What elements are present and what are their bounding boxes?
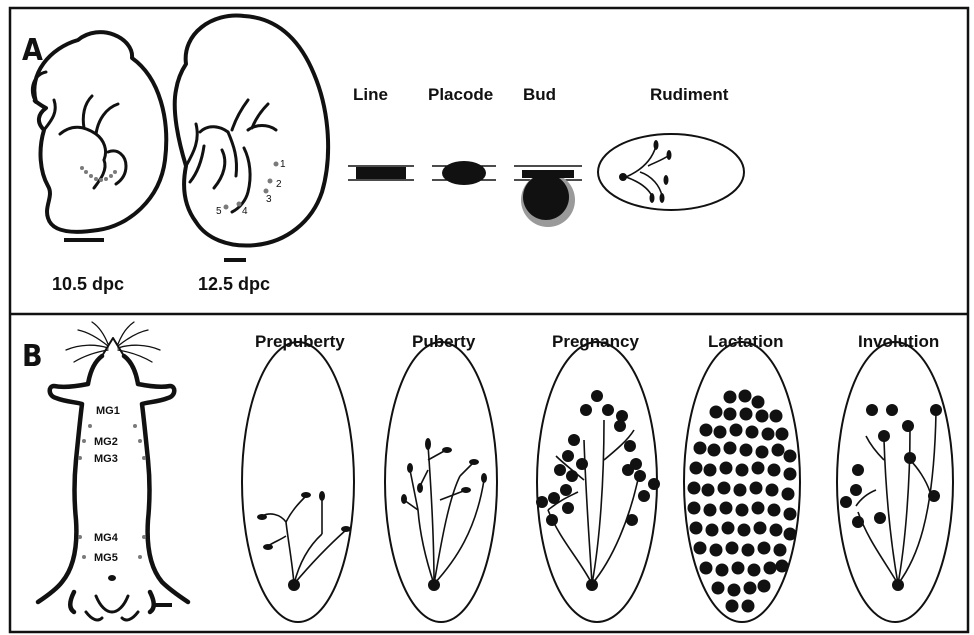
involution-alveoli [840, 404, 942, 591]
stage-label-placode: Placode [428, 85, 493, 104]
gland-pregnancy [536, 342, 660, 622]
mouse-whiskers [66, 322, 160, 362]
gland-number-5: 5 [216, 206, 222, 217]
mg-label-3: MG3 [94, 453, 118, 465]
placode-stage-diagram [432, 161, 496, 185]
mg-label-5: MG5 [94, 552, 118, 564]
gland-number-2: 2 [276, 179, 282, 190]
embryo-12-5 [175, 16, 328, 246]
mg-label-4: MG4 [94, 532, 119, 544]
mouse-tail-stub [108, 575, 116, 581]
embryo-label-12-5: 12.5 dpc [198, 274, 270, 294]
scale-bar-12-5 [224, 258, 246, 262]
embryo-label-10-5: 10.5 dpc [52, 274, 124, 294]
panel-b-letter: B [22, 339, 43, 374]
gland-puberty [385, 342, 497, 622]
mg-label-2: MG2 [94, 436, 118, 448]
bud-stage-diagram [514, 166, 582, 227]
scale-bar-mouse [152, 603, 172, 607]
gland-number-1: 1 [280, 159, 286, 170]
gland-involution [837, 342, 953, 622]
panel-a-letter: A [22, 33, 43, 68]
stage-label-bud: Bud [523, 85, 556, 104]
rudiment-stage-diagram [598, 134, 744, 210]
line-stage-diagram [348, 166, 414, 180]
gland-number-3: 3 [266, 194, 272, 205]
mg-label-1: MG1 [96, 405, 120, 417]
stage-label-rudiment: Rudiment [650, 85, 729, 104]
lactation-alveoli [688, 390, 797, 613]
gland-number-4: 4 [242, 206, 248, 217]
gland-prepuberty [242, 342, 354, 622]
scale-bar-10-5 [64, 238, 104, 242]
embryo-10-5 [32, 32, 166, 232]
stage-label-line: Line [353, 85, 388, 104]
pregnancy-alveoli [536, 390, 660, 591]
gland-lactation [684, 342, 800, 622]
